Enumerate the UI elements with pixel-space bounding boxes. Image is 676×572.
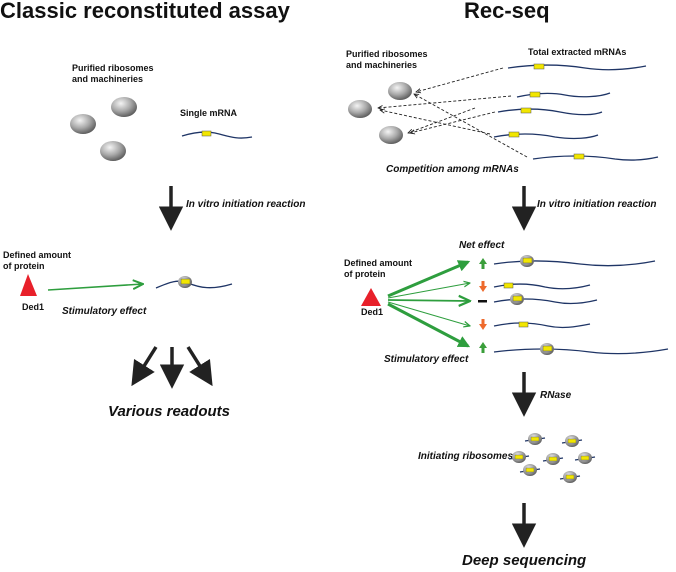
- right-purified-label: Purified ribosomes and machineries: [346, 49, 428, 70]
- mrna-strand: [181, 131, 253, 139]
- ribosome-icon: [379, 126, 403, 144]
- right-reaction-label: In vitro initiation reaction: [537, 199, 657, 210]
- right-stimulatory-label: Stimulatory effect: [384, 354, 469, 365]
- up-arrow-icon: [479, 258, 487, 269]
- mrna-pool: [493, 64, 659, 161]
- left-protein-label: Ded1: [22, 302, 45, 312]
- right-total-mrna-label: Total extracted mRNAs: [528, 47, 627, 57]
- ribosome-icon: [111, 97, 137, 117]
- start-codon: [180, 278, 191, 285]
- mrna-results: [493, 260, 669, 355]
- left-purified-label: Purified ribosomes and machineries: [72, 63, 154, 84]
- no-change-dash-icon: [478, 300, 487, 303]
- right-sequencing-label: Deep sequencing: [462, 552, 587, 569]
- start-codon: [518, 321, 529, 328]
- right-defined-label: Defined amount of protein: [344, 258, 413, 279]
- right-rnase-label: RNase: [540, 390, 572, 401]
- left-stimulation-arrow: [47, 284, 143, 291]
- left-single-mrna-label: Single mRNA: [180, 108, 238, 118]
- mrna-strand: [155, 280, 233, 289]
- left-readouts-label: Various readouts: [108, 403, 230, 420]
- right-title: Rec-seq: [464, 0, 550, 23]
- ded1-triangle-icon: [20, 274, 37, 296]
- initiating-ribosomes: [508, 433, 596, 483]
- right-net-effect-label: Net effect: [459, 240, 505, 251]
- start-codon: [512, 295, 523, 302]
- start-codon: [542, 345, 553, 352]
- readout-arrow: [186, 346, 213, 387]
- left-title: Classic reconstituted assay: [0, 0, 290, 23]
- left-defined-label: Defined amount of protein: [3, 250, 72, 271]
- left-reaction-label: In vitro initiation reaction: [186, 199, 306, 210]
- start-codon: [201, 130, 212, 137]
- ribosome-icon: [100, 141, 126, 161]
- right-initiating-label: Initiating ribosomes: [418, 451, 514, 462]
- left-stimulatory-label: Stimulatory effect: [62, 306, 147, 317]
- start-codon: [522, 257, 533, 264]
- ribosome-icon: [348, 100, 372, 118]
- ribosome-icon: [388, 82, 412, 100]
- start-codon-group: [508, 63, 585, 160]
- start-codon: [503, 282, 514, 289]
- competition-arrows: [378, 67, 528, 158]
- readout-arrow: [131, 346, 158, 387]
- ded1-effect-arrows: [387, 260, 470, 348]
- down-arrow-icon: [479, 319, 487, 330]
- ded1-triangle-icon: [361, 288, 381, 306]
- up-arrow-icon: [479, 342, 487, 353]
- right-competition-label: Competition among mRNAs: [386, 164, 519, 175]
- ribosome-icon: [70, 114, 96, 134]
- down-arrow-icon: [479, 281, 487, 292]
- right-protein-label: Ded1: [361, 307, 384, 317]
